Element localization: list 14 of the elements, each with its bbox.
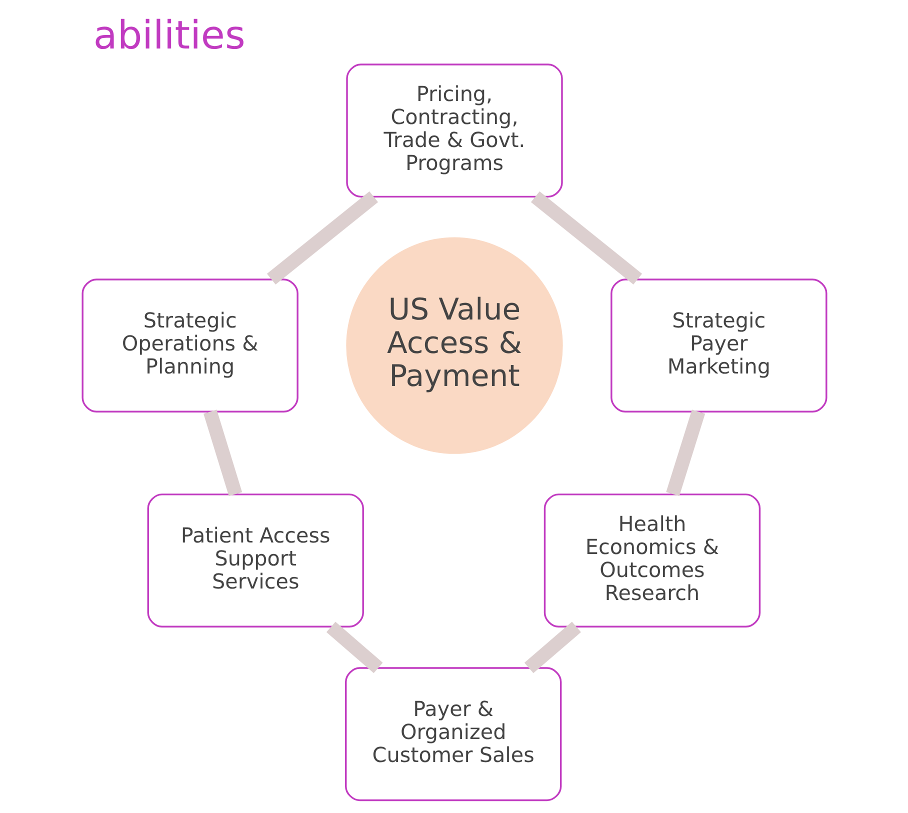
connector — [524, 622, 580, 674]
node-box: Pricing, Contracting, Trade & Govt. Programs — [346, 64, 562, 198]
connector — [530, 191, 642, 284]
connector — [203, 410, 242, 496]
node-circle: US Value Access & Payment — [346, 237, 562, 454]
node-box: Strategic Operations & Planning — [81, 278, 298, 413]
diagram-title: abilities — [92, 14, 245, 59]
connector — [326, 622, 382, 674]
node-box: Strategic Payer Marketing — [610, 278, 827, 413]
node-box: Health Economics & Outcomes Research — [543, 494, 760, 628]
node-box: Payer & Organized Customer Sales — [344, 667, 562, 802]
connector — [666, 410, 705, 496]
node-box: Patient Access Support Services — [146, 494, 364, 628]
connector — [266, 191, 378, 284]
